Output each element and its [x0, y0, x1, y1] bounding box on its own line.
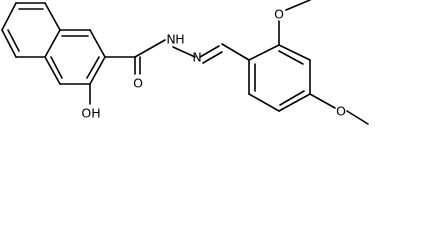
hydroxyl-label: OH — [81, 106, 100, 121]
benzene-ring — [248, 44, 311, 112]
carbonyl-oxygen-label: O — [133, 76, 143, 91]
methoxy-top: O — [274, 0, 311, 46]
methoxy-bottom-oxygen-label: O — [336, 104, 346, 119]
amide-hydrogen-label: H — [175, 32, 184, 47]
imine-nitrogen-label: N — [192, 50, 201, 65]
methine-bond — [221, 43, 250, 61]
structure-svg: OH O N H N O O — [1, 0, 369, 125]
amide-group: O — [104, 39, 166, 91]
amide-nitrogen-label: N — [166, 32, 175, 47]
naphthalene-right-ring — [44, 29, 106, 85]
hydroxyl-group: OH — [81, 83, 101, 121]
molecule-diagram: OH O N H N O O — [1, 0, 369, 125]
hydrazone-linkage — [172, 45, 223, 64]
methoxy-top-oxygen-label: O — [274, 7, 284, 22]
naphthalene-left-ring — [1, 2, 61, 58]
methoxy-bottom: O — [309, 93, 369, 125]
